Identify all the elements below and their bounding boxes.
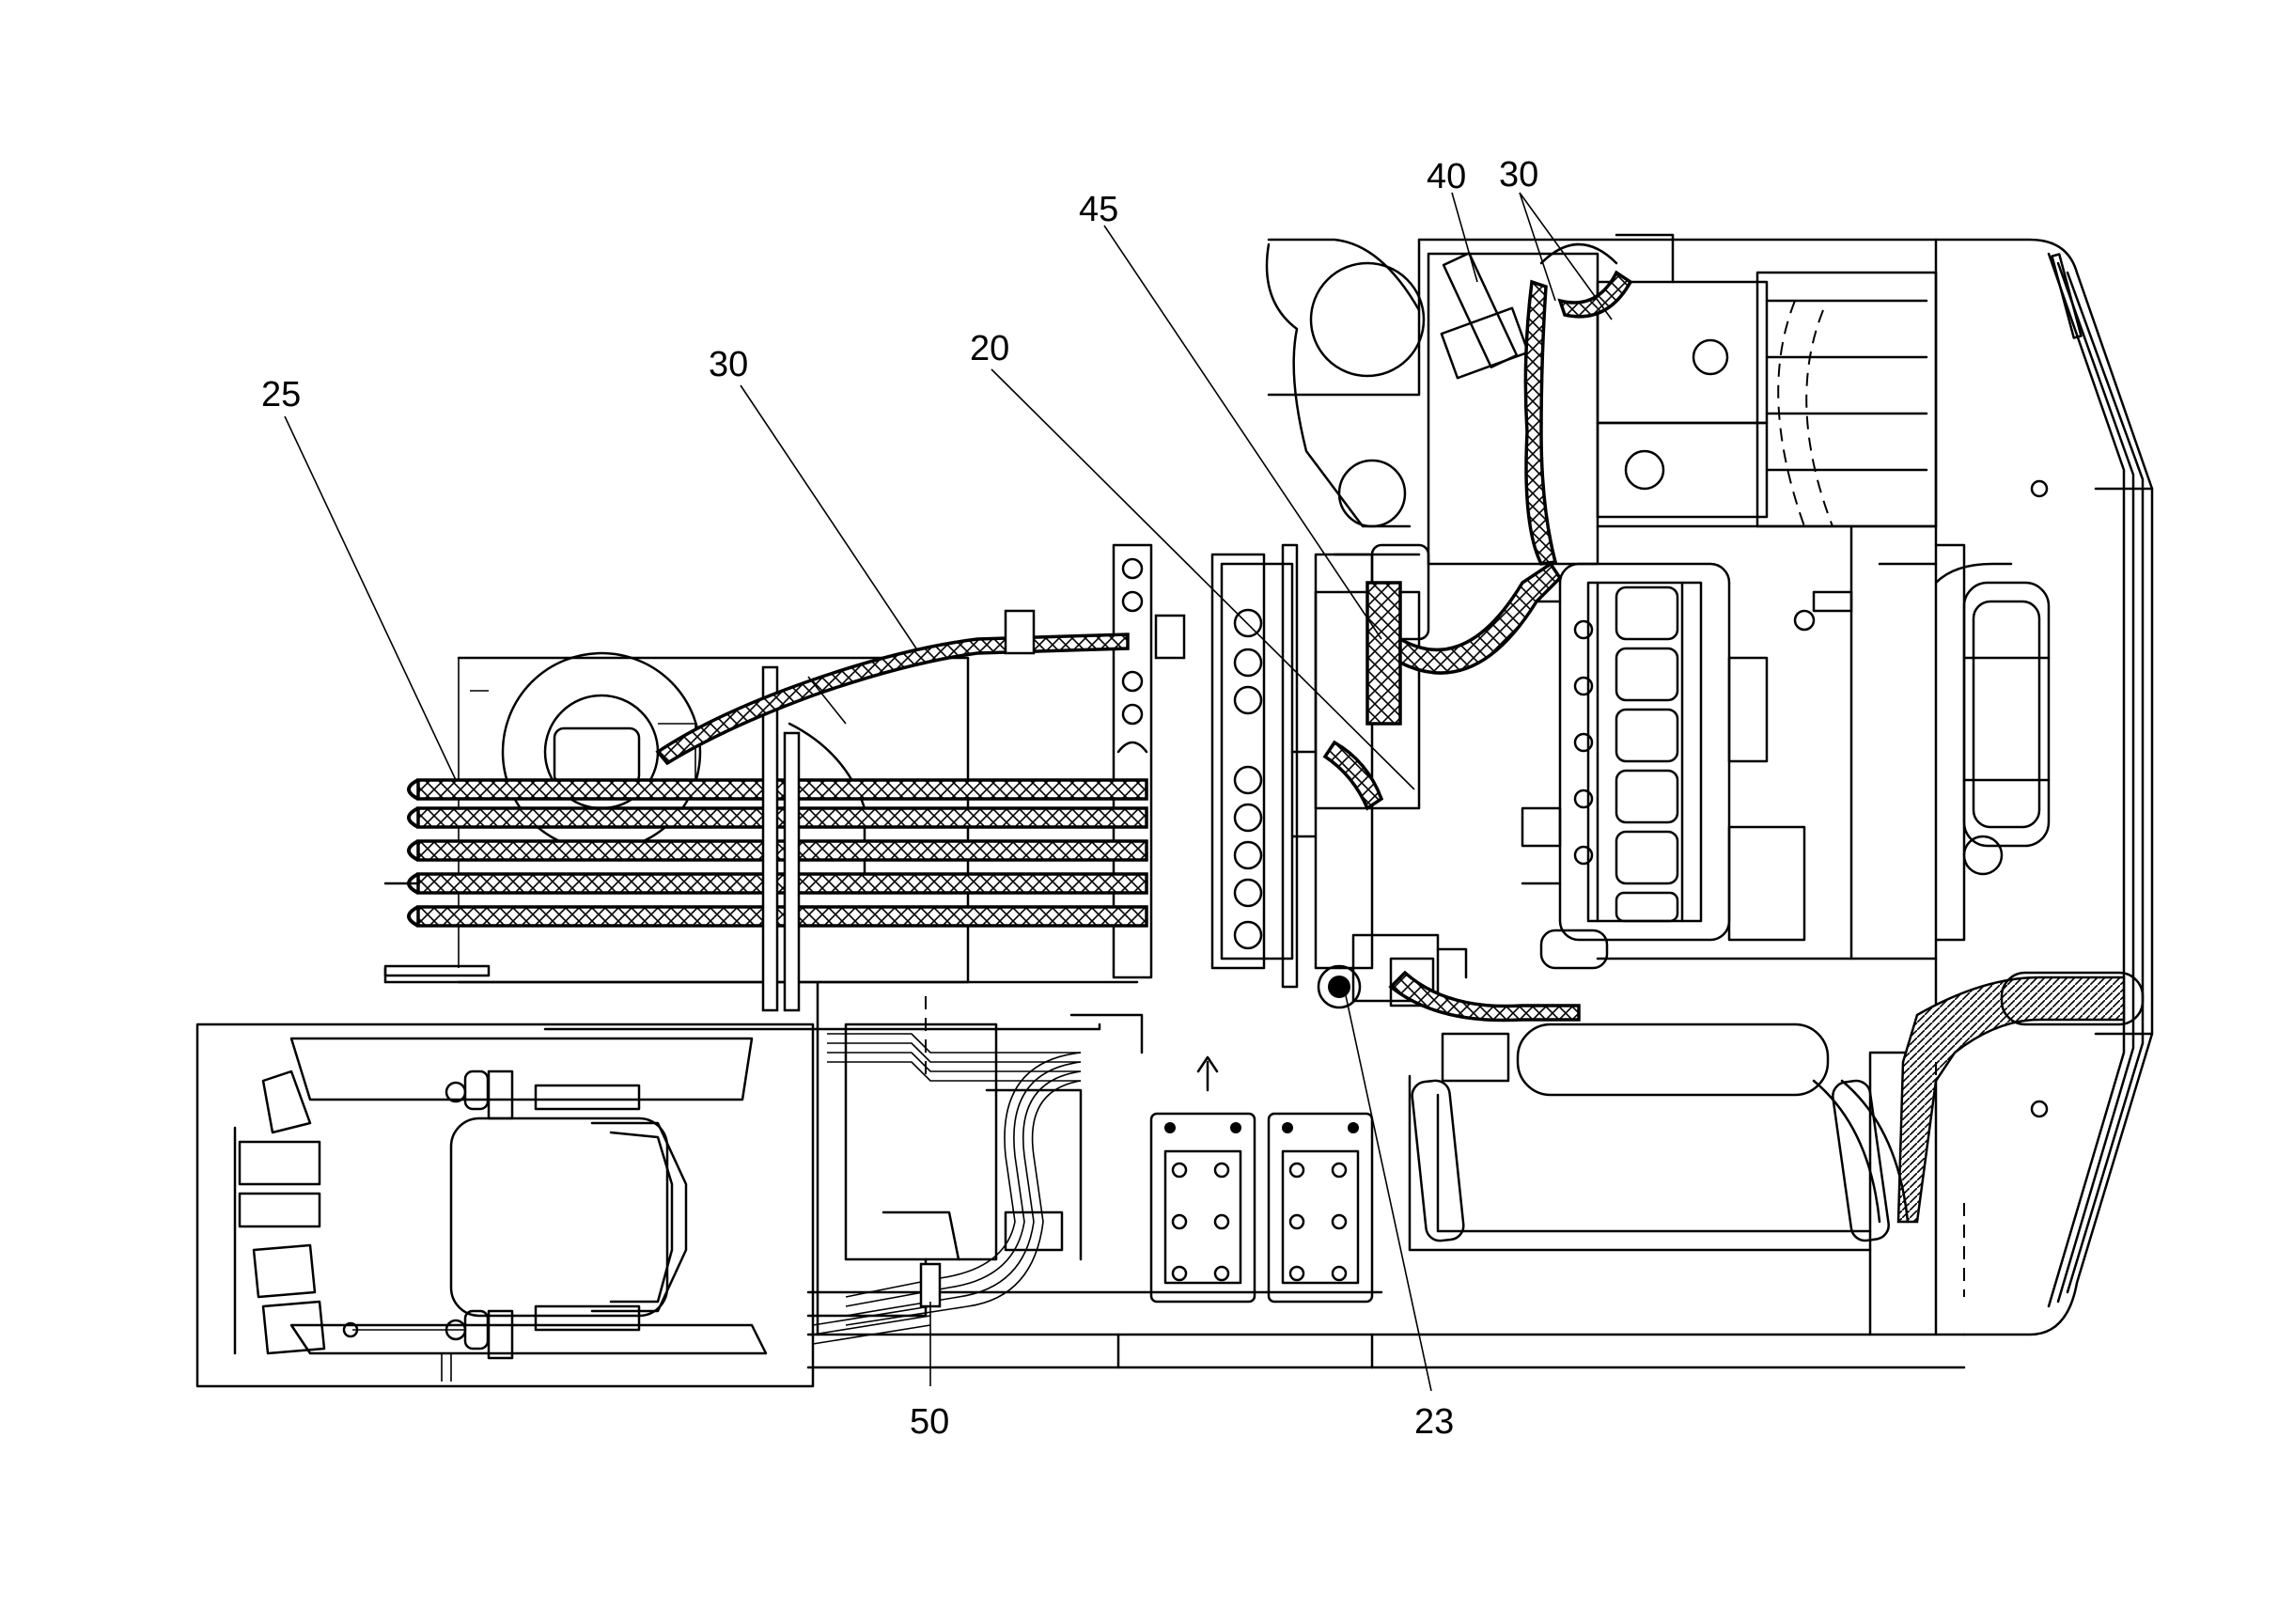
battery-right bbox=[1267, 1112, 1374, 1304]
battery-left bbox=[1149, 1112, 1256, 1304]
hose-30-top bbox=[1523, 270, 1633, 566]
hose-45 bbox=[1365, 561, 1563, 726]
operator-cab bbox=[195, 1023, 815, 1388]
radiator-area bbox=[1878, 562, 2145, 1297]
leader-lines bbox=[284, 192, 1613, 1392]
callout-labels: 25 30 20 45 40 30 23 50 bbox=[261, 155, 1538, 1442]
arrow-marker bbox=[1196, 1055, 1219, 1092]
wiring-harness bbox=[812, 1033, 1082, 1345]
callout-20: 20 bbox=[970, 329, 1009, 368]
hose-upper-routing bbox=[655, 609, 1186, 766]
callout-40: 40 bbox=[1427, 157, 1466, 196]
leader-30-left bbox=[740, 384, 917, 649]
callout-23: 23 bbox=[1414, 1402, 1454, 1442]
hose-side-valve bbox=[1322, 740, 1384, 811]
leader-30-top bbox=[1519, 192, 1613, 320]
callout-30-left: 30 bbox=[709, 345, 748, 384]
engine-cylinders bbox=[1615, 586, 1679, 923]
valve-bank bbox=[1112, 543, 1374, 989]
leader-25 bbox=[284, 415, 457, 781]
hose-23-lower bbox=[1388, 970, 1581, 1023]
control-panel-lower bbox=[806, 996, 1144, 1318]
engine-top-assembly bbox=[1265, 233, 1938, 632]
leader-23 bbox=[1343, 986, 1432, 1392]
engine-block bbox=[1521, 562, 1806, 970]
callout-25: 25 bbox=[261, 375, 301, 414]
fuel-tank bbox=[1408, 1023, 1910, 1252]
leader-45 bbox=[1103, 225, 1382, 640]
hose-bundle-main bbox=[407, 665, 1148, 1012]
leader-20 bbox=[991, 368, 1415, 790]
callout-30-top: 30 bbox=[1499, 155, 1538, 195]
leader-40 bbox=[1451, 192, 1478, 283]
callout-50: 50 bbox=[910, 1402, 949, 1442]
callout-45: 45 bbox=[1079, 190, 1118, 229]
